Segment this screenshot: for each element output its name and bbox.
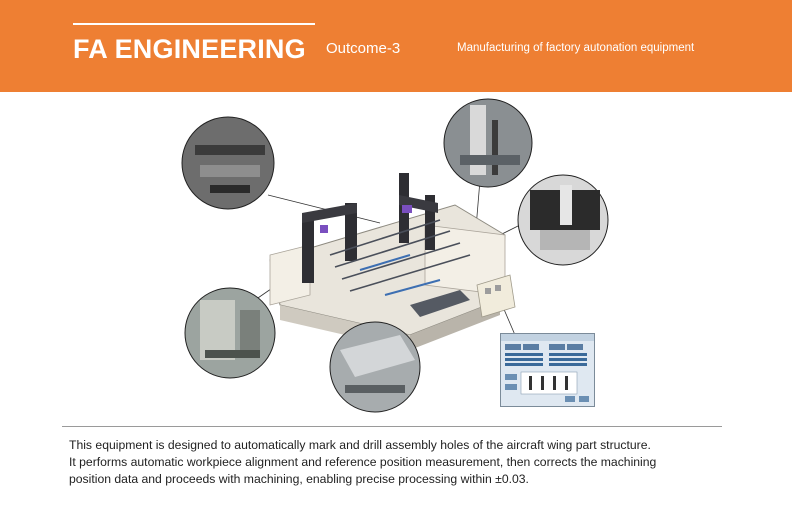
- detail-photo-2: [443, 98, 533, 188]
- detail-photo-4: [184, 287, 276, 379]
- hmi-display: [501, 334, 594, 402]
- description-line-2: It performs automatic workpiece alignmen…: [69, 455, 657, 469]
- equipment-illustration: [181, 98, 609, 413]
- description-line-1: This equipment is designed to automatica…: [69, 438, 651, 452]
- equipment-description: This equipment is designed to automatica…: [69, 437, 729, 488]
- page-header: FA ENGINEERING Outcome-3 Manufacturing o…: [0, 0, 792, 92]
- header-rule: [73, 23, 315, 25]
- section-divider: [62, 426, 722, 427]
- detail-photo-1: [181, 116, 275, 210]
- header-caption: Manufacturing of factory autonation equi…: [457, 42, 695, 54]
- control-screen: [500, 333, 595, 407]
- detail-photo-3: [517, 174, 609, 266]
- machine-body: [269, 173, 516, 350]
- brand-title: FA ENGINEERING: [73, 34, 306, 64]
- outcome-label: Outcome-3: [326, 40, 401, 57]
- detail-photo-5: [329, 321, 421, 413]
- description-line-3: position data and proceeds with machinin…: [69, 472, 529, 486]
